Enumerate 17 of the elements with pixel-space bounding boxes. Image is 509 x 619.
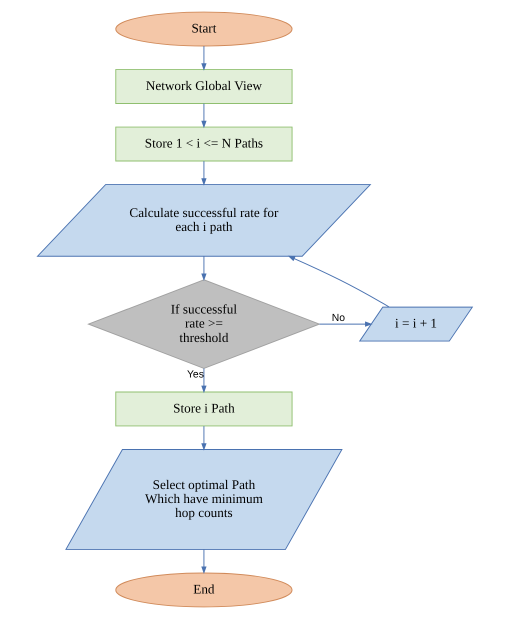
arrow	[318, 321, 372, 327]
arrow	[200, 103, 206, 128]
node-ellipse: Start	[114, 12, 292, 46]
arrow	[200, 256, 206, 282]
node-box: Store i Path	[114, 392, 292, 426]
node-ellipse: End	[114, 572, 292, 608]
node-box: Network Global View	[114, 69, 292, 104]
arrow	[200, 426, 206, 451]
node-box: Store 1 < i <= N Paths	[114, 126, 292, 162]
arrow	[200, 368, 206, 394]
arrow	[287, 256, 390, 308]
arrow	[200, 46, 206, 71]
edge-label: No	[331, 313, 345, 324]
arrow	[200, 549, 206, 574]
arrow	[200, 160, 206, 186]
edge-label: Yes	[186, 369, 204, 380]
node-diamond: If successful rate >= threshold	[86, 279, 320, 369]
